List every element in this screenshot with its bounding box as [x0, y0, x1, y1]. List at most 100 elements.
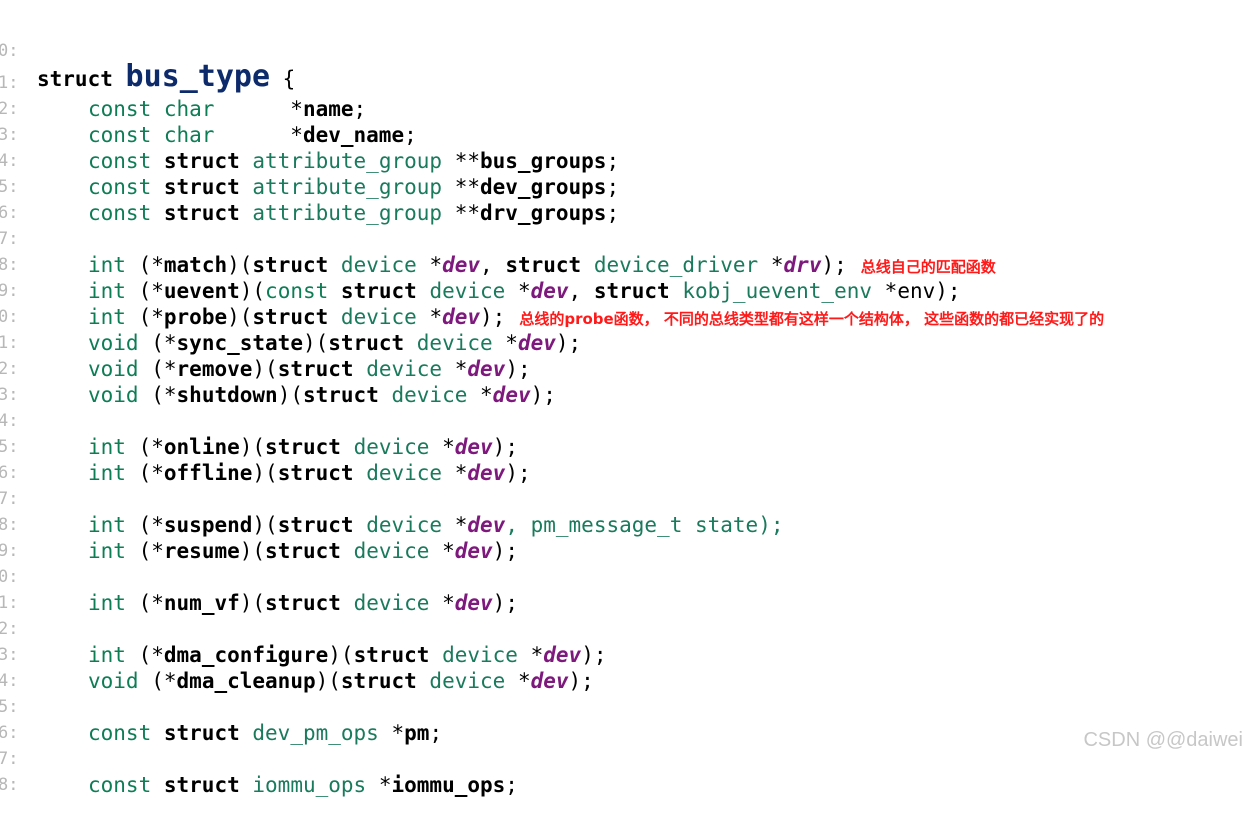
punct: );	[555, 331, 582, 355]
punct: *	[442, 539, 455, 563]
punct: (*	[151, 669, 177, 693]
punct: )(	[227, 305, 253, 329]
watermark: CSDN @@daiwei	[1083, 729, 1243, 751]
punct: (*	[151, 357, 177, 381]
param: dev	[454, 435, 493, 459]
type: attribute_group	[252, 201, 443, 225]
punct: *	[442, 435, 455, 459]
type: int	[88, 513, 126, 537]
punct: *	[454, 461, 468, 485]
type: int	[88, 591, 126, 615]
punct: (*	[138, 643, 164, 667]
punct: ;	[606, 149, 620, 173]
punct: *	[290, 123, 303, 147]
param-list: , pm_message_t state);	[505, 513, 784, 537]
type: device	[391, 383, 468, 407]
punct: *	[391, 721, 405, 745]
field: dev_name	[302, 123, 405, 147]
keyword: const	[88, 721, 152, 745]
param: dev	[467, 461, 506, 485]
punct: )(	[239, 591, 266, 615]
punct: **	[454, 175, 480, 199]
annotation-comment: 总线自己的匹配函数	[860, 258, 996, 276]
code-line: 3: void (*dma_cleanup)(struct device *de…	[0, 616, 594, 693]
type: const char	[88, 123, 215, 147]
line-number: 9:	[0, 541, 19, 561]
code-line: 5: const struct dev_pm_ops *pm;	[0, 668, 442, 745]
punct: )(	[302, 331, 329, 355]
punct: *	[429, 253, 443, 277]
function-name: match	[163, 253, 228, 277]
punct: (*	[138, 279, 164, 303]
punct: )(	[227, 253, 253, 277]
line-number: 8:	[0, 775, 19, 795]
keyword: struct	[277, 461, 354, 485]
keyword: const	[88, 773, 152, 797]
punct: ,	[568, 279, 594, 303]
punct: (*	[138, 435, 164, 459]
line-number: 2:	[0, 359, 19, 379]
punct: *env);	[884, 279, 961, 303]
line-number: 1:	[0, 593, 19, 613]
code-line: 9:	[0, 512, 51, 561]
type: device	[340, 253, 417, 277]
punct: *	[480, 383, 493, 407]
function-name: offline	[163, 461, 253, 485]
line-number: 5:	[0, 177, 19, 197]
punct: **	[454, 201, 480, 225]
function-name: probe	[163, 305, 228, 329]
punct: *	[505, 331, 518, 355]
type: iommu_ops	[252, 773, 367, 797]
line-number: 2:	[0, 619, 19, 639]
field: drv_groups	[480, 201, 607, 225]
struct-name: bus_type	[125, 59, 271, 94]
type: device	[429, 669, 506, 693]
punct: ,	[480, 253, 506, 277]
type: attribute_group	[252, 175, 443, 199]
punct: ;	[606, 175, 620, 199]
keyword: struct	[163, 721, 240, 745]
brace: {	[282, 67, 296, 91]
line-number: 8:	[0, 255, 19, 275]
annotation-comment: 总线的probe函数， 不同的总线类型都有这样一个结构体， 这些函数的都已经实现…	[519, 310, 1105, 328]
keyword: struct	[277, 513, 354, 537]
function-name: dma_configure	[163, 643, 329, 667]
type: device	[366, 513, 443, 537]
code-line: 3: const struct attribute_group **bus_gr…	[0, 96, 619, 173]
code-editor: 0: struct bus_type { 1: const char *name…	[0, 41, 1104, 797]
code-line: 1: const char *name;	[0, 44, 366, 121]
punct: *	[530, 643, 544, 667]
code-line: 9: int (*probe)(struct device *dev);总线的p…	[0, 252, 1104, 329]
type: device	[366, 461, 443, 485]
punct: (*	[138, 253, 164, 277]
type: device	[353, 539, 430, 563]
punct: *	[442, 591, 455, 615]
code-line: 6:	[0, 434, 51, 483]
line-number: 0:	[0, 567, 19, 587]
punct: );	[505, 357, 531, 381]
code-line: 4:	[0, 642, 51, 691]
punct: );	[568, 669, 594, 693]
field: bus_groups	[480, 149, 607, 173]
line-number: 3:	[0, 385, 19, 405]
code-line: 8: int (*resume)(struct device *dev);	[0, 486, 518, 563]
line-number: 4:	[0, 151, 19, 171]
type: dev_pm_ops	[252, 721, 379, 745]
type: int	[88, 539, 126, 563]
punct: )(	[315, 669, 341, 693]
param: dev	[543, 643, 582, 667]
keyword: struct	[302, 383, 379, 407]
line-number: 1:	[0, 73, 19, 93]
function-name: num_vf	[163, 591, 240, 615]
punct: *	[429, 305, 443, 329]
code-line: 8: int (*uevent)(const struct device *de…	[0, 226, 961, 303]
code-line: 7: int (*suspend)(struct device *dev, pm…	[0, 460, 783, 537]
punct: );	[821, 253, 847, 277]
punct: (*	[151, 331, 177, 355]
line-number: 7:	[0, 489, 19, 509]
param: dev	[467, 357, 506, 381]
line-number: 4:	[0, 671, 19, 691]
keyword: struct	[252, 253, 329, 277]
type: device	[353, 435, 430, 459]
keyword: struct	[265, 435, 341, 459]
